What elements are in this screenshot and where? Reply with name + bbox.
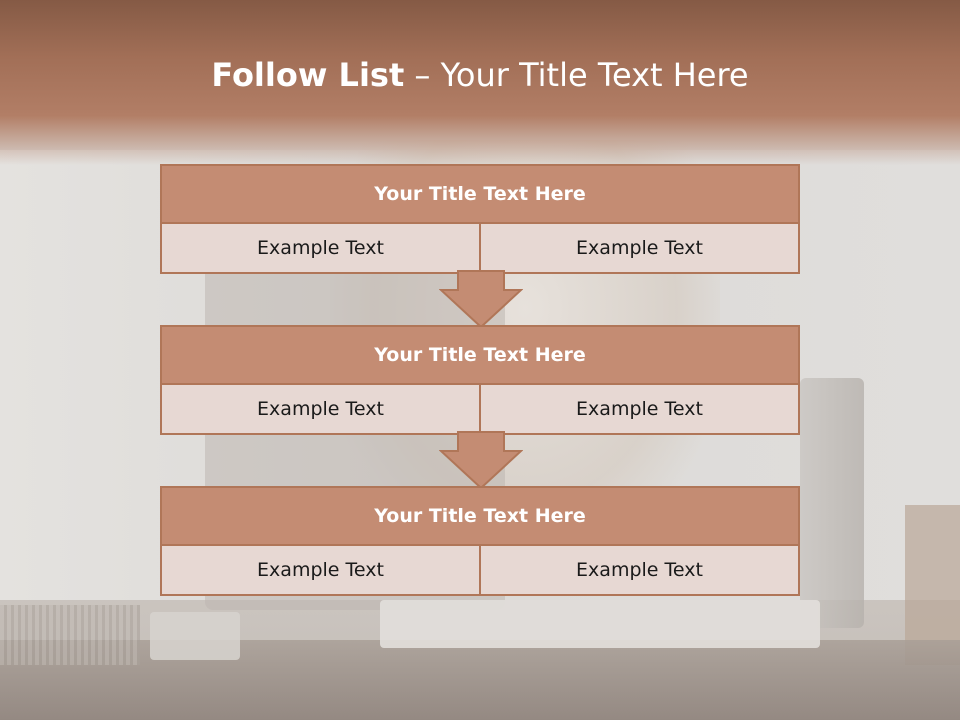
background-phone: [150, 612, 240, 660]
block-row: Example Text Example Text: [162, 546, 798, 594]
background-keyboard: [0, 605, 140, 665]
block-title: Your Title Text Here: [162, 488, 798, 546]
block-row: Example Text Example Text: [162, 385, 798, 433]
background-laptop: [380, 600, 820, 648]
block-row: Example Text Example Text: [162, 224, 798, 272]
follow-block-3: Your Title Text Here Example Text Exampl…: [160, 486, 800, 596]
slide-title: Follow List – Your Title Text Here: [0, 56, 960, 94]
block-title: Your Title Text Here: [162, 327, 798, 385]
block-cell-left: Example Text: [162, 385, 481, 433]
block-cell-right: Example Text: [576, 237, 703, 259]
slide-title-bold: Follow List: [211, 56, 405, 94]
background-shelf: [905, 505, 960, 665]
background-monitor: [800, 378, 864, 628]
follow-block-1: Your Title Text Here Example Text Exampl…: [160, 164, 800, 274]
block-cell-right: Example Text: [576, 559, 703, 581]
background-desk: [0, 640, 960, 720]
slide-title-rest: – Your Title Text Here: [404, 56, 749, 94]
down-arrow-icon: [439, 431, 523, 489]
block-cell-left: Example Text: [162, 224, 481, 272]
header-band: [0, 0, 960, 165]
block-cell-left: Example Text: [162, 546, 481, 594]
block-cell-right: Example Text: [576, 398, 703, 420]
block-title: Your Title Text Here: [162, 166, 798, 224]
down-arrow-icon: [439, 270, 523, 328]
follow-block-2: Your Title Text Here Example Text Exampl…: [160, 325, 800, 435]
